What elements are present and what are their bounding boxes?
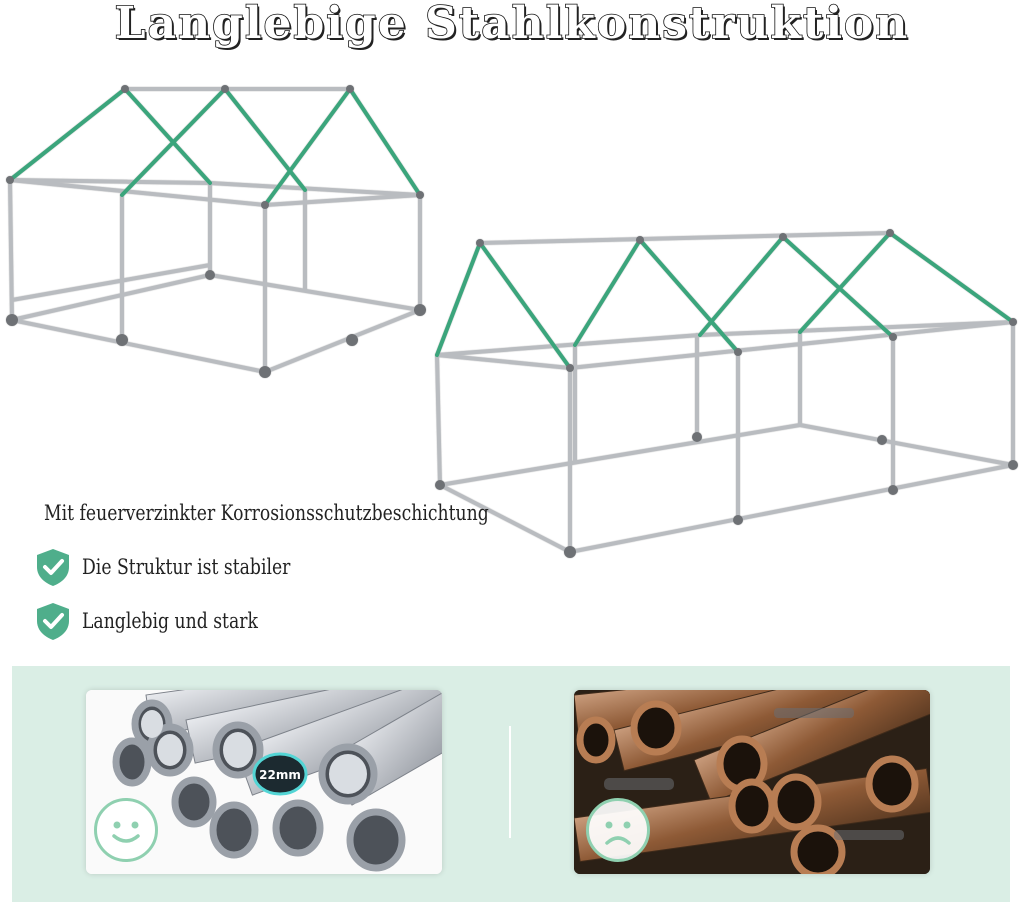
shield-check-icon	[37, 603, 69, 640]
smiley-sad-icon	[586, 798, 650, 862]
galvanized-pipes-illustration: 22mm	[86, 690, 442, 874]
diameter-badge: 22mm	[252, 752, 308, 796]
feature-text: Mit feuerverzinkter Korrosionsschutzbesc…	[44, 501, 489, 525]
divider	[509, 726, 511, 838]
feature-text: Langlebig und stark	[82, 609, 258, 633]
large-greenhouse-frame	[435, 229, 1018, 558]
feature-item: Die Struktur ist stabiler	[34, 540, 554, 594]
diameter-badge-text: 22mm	[259, 768, 301, 782]
feature-item: Mit feuerverzinkter Korrosionsschutzbesc…	[34, 486, 554, 540]
feature-list: Mit feuerverzinkter Korrosionsschutzbesc…	[34, 486, 554, 648]
galvanized-pipes-image: 22mm	[86, 690, 442, 874]
greenhouse-frames-illustration	[6, 85, 1018, 558]
comparison-panel: 22mm	[12, 666, 1010, 902]
smiley-happy-icon	[94, 798, 158, 862]
page-title: Langlebige Stahlkonstruktion	[114, 0, 910, 49]
feature-item: Langlebig und stark	[34, 594, 554, 648]
feature-text: Die Struktur ist stabiler	[82, 555, 291, 579]
small-greenhouse-frame	[6, 85, 426, 378]
shield-check-icon	[37, 549, 69, 586]
rusty-pipes-image	[574, 690, 930, 874]
